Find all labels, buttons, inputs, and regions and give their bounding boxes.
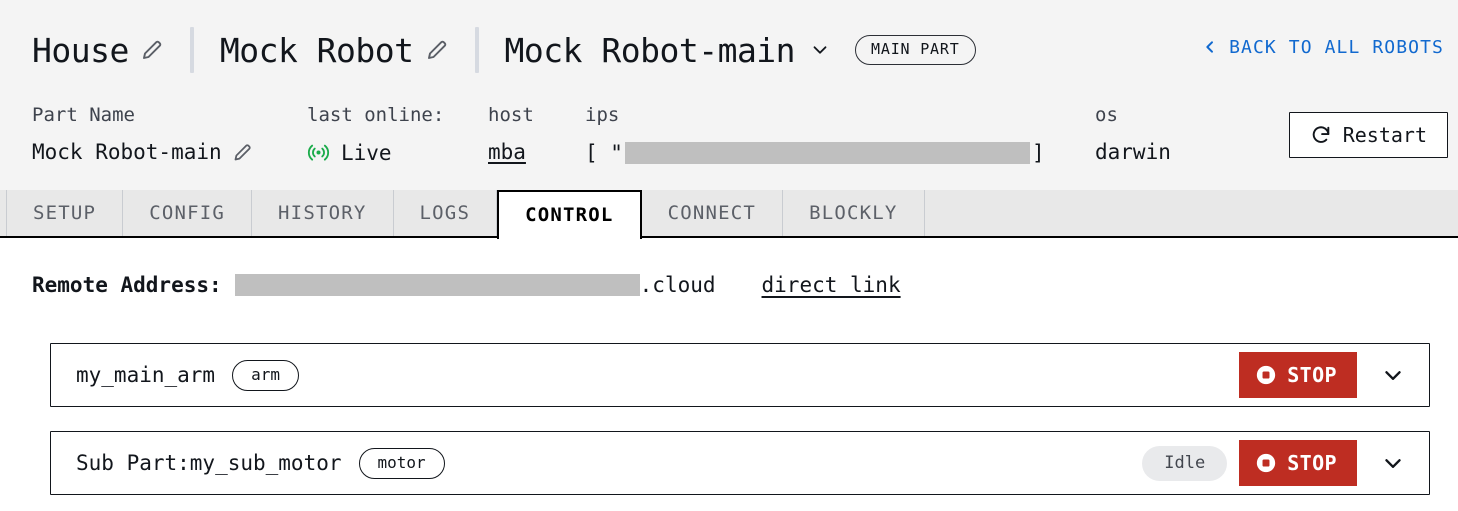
breadcrumb-item-part[interactable]: Mock Robot-main MAIN PART bbox=[505, 34, 976, 67]
breadcrumb-item-robot[interactable]: Mock Robot bbox=[220, 34, 449, 67]
control-panel: Remote Address: .cloud direct link my_ma… bbox=[0, 240, 1458, 511]
pencil-icon[interactable] bbox=[140, 38, 164, 62]
meta-last-online: last online: Live bbox=[307, 106, 444, 165]
meta-part-name: Part Name Mock Robot-main bbox=[32, 106, 253, 163]
tab-connect[interactable]: CONNECT bbox=[641, 190, 784, 236]
part-card-title: my_main_arm bbox=[76, 363, 216, 387]
meta-label-ips: ips bbox=[585, 104, 620, 126]
meta-os: os darwin bbox=[1095, 106, 1171, 163]
tab-label: CONNECT bbox=[667, 202, 757, 224]
tab-setup[interactable]: SETUP bbox=[6, 190, 124, 236]
remote-address-row: Remote Address: .cloud direct link bbox=[32, 273, 901, 297]
meta-label-part-name: Part Name bbox=[32, 104, 135, 126]
tab-history[interactable]: HISTORY bbox=[252, 190, 394, 236]
os-text: darwin bbox=[1095, 140, 1171, 164]
breadcrumb-label-location: House bbox=[32, 30, 129, 70]
tab-label: LOGS bbox=[419, 202, 471, 224]
tab-label: HISTORY bbox=[278, 202, 367, 224]
ips-close-bracket: ] bbox=[1031, 140, 1045, 165]
tab-bar: SETUP CONFIG HISTORY LOGS CONTROL CONNEC… bbox=[0, 190, 1458, 239]
tab-blockly[interactable]: BLOCKLY bbox=[783, 190, 925, 236]
tab-logs[interactable]: LOGS bbox=[393, 190, 498, 236]
breadcrumb-divider-2 bbox=[474, 27, 479, 73]
restart-button[interactable]: Restart bbox=[1288, 112, 1448, 158]
tab-control[interactable]: CONTROL bbox=[497, 190, 642, 239]
host-link[interactable]: mba bbox=[488, 140, 526, 164]
part-card-my-sub-motor[interactable]: Sub Part:my_sub_motor motor Idle STOP bbox=[50, 431, 1430, 495]
remote-address-suffix: .cloud bbox=[639, 273, 716, 297]
meta-value-host: mba bbox=[488, 142, 534, 163]
meta-label-last-online: last online: bbox=[307, 104, 445, 126]
breadcrumb-label-robot: Mock Robot bbox=[219, 30, 414, 70]
pencil-icon[interactable] bbox=[232, 142, 253, 163]
refresh-icon bbox=[1310, 124, 1332, 146]
part-card-my-main-arm[interactable]: my_main_arm arm STOP bbox=[50, 343, 1430, 407]
chevron-left-icon bbox=[1202, 36, 1218, 58]
live-broadcast-icon bbox=[307, 142, 330, 165]
part-card-title: Sub Part:my_sub_motor bbox=[76, 451, 342, 475]
remote-address-label: Remote Address: bbox=[32, 273, 222, 297]
meta-ips: ips [ " ] bbox=[585, 106, 1045, 164]
stop-button[interactable]: STOP bbox=[1239, 440, 1357, 486]
tab-label: CONFIG bbox=[149, 202, 226, 224]
chevron-down-icon[interactable] bbox=[809, 39, 831, 61]
main-part-badge: MAIN PART bbox=[855, 35, 976, 65]
pencil-icon[interactable] bbox=[425, 38, 449, 62]
part-name-text: Mock Robot-main bbox=[32, 140, 222, 164]
tab-label: SETUP bbox=[33, 202, 97, 224]
direct-link[interactable]: direct link bbox=[761, 273, 901, 297]
stop-button[interactable]: STOP bbox=[1239, 352, 1357, 398]
meta-value-part-name: Mock Robot-main bbox=[32, 142, 253, 163]
meta-value-last-online: Live bbox=[307, 142, 444, 165]
live-status-text: Live bbox=[341, 141, 392, 165]
meta-value-os: darwin bbox=[1095, 142, 1171, 163]
ips-open-bracket: [ " bbox=[585, 140, 623, 165]
expand-part-chevron-down-icon[interactable] bbox=[1357, 450, 1429, 476]
ips-redacted-value bbox=[624, 142, 1030, 164]
meta-value-ips: [ " ] bbox=[585, 142, 1045, 164]
breadcrumb-label-part: Mock Robot-main bbox=[504, 30, 796, 70]
breadcrumb-divider-1 bbox=[189, 27, 194, 73]
meta-label-host: host bbox=[488, 104, 534, 126]
back-to-all-robots-link[interactable]: BACK TO ALL ROBOTS bbox=[1202, 36, 1444, 58]
back-link-label: BACK TO ALL ROBOTS bbox=[1229, 36, 1444, 58]
parts-list: my_main_arm arm STOP bbox=[50, 343, 1430, 511]
breadcrumb-item-location[interactable]: House bbox=[32, 34, 164, 67]
stop-button-label: STOP bbox=[1287, 363, 1337, 387]
tab-config[interactable]: CONFIG bbox=[123, 190, 253, 236]
part-type-badge: arm bbox=[232, 359, 299, 391]
tab-label: CONTROL bbox=[525, 204, 614, 227]
restart-button-label: Restart bbox=[1342, 123, 1427, 147]
meta-host: host mba bbox=[488, 106, 534, 163]
page-header: House Mock Robot Mock Robot-main bbox=[0, 0, 1458, 190]
robot-meta-row: Part Name Mock Robot-main last online: bbox=[32, 106, 1292, 176]
meta-label-os: os bbox=[1095, 104, 1118, 126]
part-type-badge: motor bbox=[358, 447, 445, 479]
expand-part-chevron-down-icon[interactable] bbox=[1357, 362, 1429, 388]
status-badge: Idle bbox=[1142, 445, 1228, 481]
tab-label: BLOCKLY bbox=[809, 202, 898, 224]
stop-button-label: STOP bbox=[1287, 451, 1337, 475]
stop-icon bbox=[1255, 452, 1277, 474]
breadcrumb: House Mock Robot Mock Robot-main bbox=[32, 22, 976, 78]
remote-address-redacted-value bbox=[234, 274, 640, 296]
stop-icon bbox=[1255, 364, 1277, 386]
